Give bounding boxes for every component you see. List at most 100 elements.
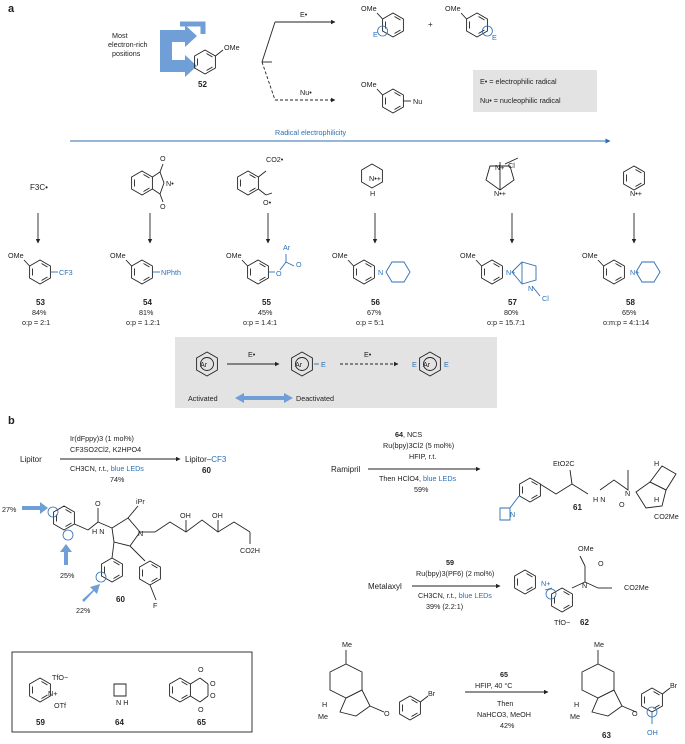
p53-ome: OMe xyxy=(8,251,24,260)
terpene-o: O xyxy=(384,709,390,718)
box-e-sub-3: E xyxy=(444,360,449,369)
terpene-h: H xyxy=(322,700,327,709)
compound-52-label: 52 xyxy=(198,80,207,89)
para-e-label: E xyxy=(492,33,497,42)
activation-box xyxy=(175,337,497,408)
p57-ome: OMe xyxy=(460,251,476,260)
radical-carboxyl xyxy=(237,170,273,196)
ramipril-conditions: Then HClO4, blue LEDs xyxy=(379,474,457,483)
reagent-65-o-1: O xyxy=(198,665,204,674)
site-27: 27% xyxy=(2,505,17,514)
p53-yield: 84% xyxy=(32,308,47,317)
electron-rich-label-1: Most xyxy=(112,31,128,40)
ramipril-o: O xyxy=(619,500,625,509)
p54-ome: OMe xyxy=(110,251,126,260)
electron-rich-bracket-arrow xyxy=(160,25,197,77)
p56-n: N xyxy=(378,268,383,277)
reagent-65-id: 65 xyxy=(197,718,206,727)
isopropyl: iPr xyxy=(136,497,145,506)
metalaxyl-ome: OMe xyxy=(578,544,594,553)
ortho-product xyxy=(376,12,404,38)
legend-electrophilic: E• = electrophilic radical xyxy=(480,77,557,86)
metalaxyl-yield: 39% (2.2:1) xyxy=(426,602,463,611)
p55-ome: OMe xyxy=(226,251,242,260)
product-h: H xyxy=(574,700,579,709)
nucleophile-reagent: Nu• xyxy=(300,88,312,97)
p54-id: 54 xyxy=(143,298,152,307)
carboxylic-acid: CO2H xyxy=(240,546,260,555)
metalaxyl-conditions: CH3CN, r.t., blue LEDs xyxy=(418,591,492,600)
electron-rich-label-3: positions xyxy=(112,49,141,58)
p57-ratio: o:p = 15.7:1 xyxy=(487,318,525,327)
nu-product xyxy=(376,88,411,114)
reagent-64-n: N H xyxy=(116,698,128,707)
reagent-59-tfo: TfO− xyxy=(52,673,68,682)
lipitor-conditions: CH3CN, r.t., blue LEDs xyxy=(70,464,144,473)
site-arrow-22 xyxy=(82,584,100,602)
electrophile-reagent: E• xyxy=(300,10,308,19)
radical-selectfluor xyxy=(485,157,519,191)
lipitor-reagent-1: Ir(dFppy)3 (1 mol%) xyxy=(70,434,134,443)
lipitor-reagent-2: CF3SO2Cl2, K2HPO4 xyxy=(70,445,141,454)
ramipril-h-1: H xyxy=(654,459,659,468)
site-arrow-27 xyxy=(22,502,48,514)
terpene-br: Br xyxy=(428,689,436,698)
product-53 xyxy=(23,259,58,285)
ramipril-reagent-3: HFIP, r.t. xyxy=(409,452,436,461)
box-e-sub: E xyxy=(321,360,326,369)
p56-ome: OMe xyxy=(332,251,348,260)
p56-yield: 67% xyxy=(367,308,382,317)
terpene-yield: 42% xyxy=(500,721,515,730)
terpene-product-63 xyxy=(581,650,671,724)
pyridinium-n: N•+ xyxy=(630,189,642,198)
ar-3: Ar xyxy=(423,360,431,369)
ramipril-h-2: H xyxy=(654,495,659,504)
p55-id: 55 xyxy=(262,298,271,307)
reagent-64 xyxy=(113,683,127,697)
carboxyl-o: O• xyxy=(263,198,272,207)
ortho-ome: OMe xyxy=(361,4,377,13)
nu-label: Nu xyxy=(413,97,422,106)
p54-ratio: o:p = 1.2:1 xyxy=(126,318,160,327)
reagent-59-id: 59 xyxy=(36,718,45,727)
activated-arene xyxy=(196,351,218,377)
metalaxyl-n: N xyxy=(582,581,587,590)
radical-phthalimidyl xyxy=(131,163,165,203)
atorvastatin-60 xyxy=(47,505,251,601)
p53-substituent: CF3 xyxy=(59,268,73,277)
ramipril-product-61 xyxy=(499,465,677,521)
metalaxyl-co2me: CO2Me xyxy=(624,583,649,592)
reagent-65-o-3: O xyxy=(210,679,216,688)
terpene-step-1: HFIP, 40 °C xyxy=(475,681,513,690)
ramipril-substrate: Ramipril xyxy=(331,465,361,474)
p58-ratio: o:m:p = 4:1:14 xyxy=(603,318,649,327)
metalaxyl-pyridinium-n: N+ xyxy=(541,579,550,588)
ome-label: OMe xyxy=(224,43,240,52)
para-ome: OMe xyxy=(445,4,461,13)
deactivated-label: Deactivated xyxy=(296,394,334,403)
activated-label: Activated xyxy=(188,394,218,403)
ar-1: Ar xyxy=(200,360,208,369)
phth-o-bottom: O xyxy=(160,202,166,211)
phth-n-radical: N• xyxy=(166,179,174,188)
p55-o: O xyxy=(276,269,282,278)
piperidinium-h: H xyxy=(370,189,375,198)
amide-nh: H N xyxy=(92,527,104,536)
radical-electrophilicity-label: Radical electrophilicity xyxy=(275,128,347,137)
site-22: 22% xyxy=(76,606,91,615)
piperidinium-n: N•+ xyxy=(369,174,381,183)
nu-ome: OMe xyxy=(361,80,377,89)
ar-2: Ar xyxy=(295,360,303,369)
lipitor-product-id: 60 xyxy=(202,466,211,475)
p58-n: N+ xyxy=(630,268,639,277)
reagent-59-otf: OTf xyxy=(54,701,66,710)
para-product xyxy=(460,12,493,38)
ramipril-product-id: 61 xyxy=(573,503,582,512)
reagent-65-o-4: O xyxy=(210,691,216,700)
terpene-then: Then xyxy=(497,699,513,708)
radical-legend-box xyxy=(473,70,597,112)
terpene-step-2: NaHCO3, MeOH xyxy=(477,710,531,719)
lipitor-yield: 74% xyxy=(110,475,125,484)
ramipril-nh: H N xyxy=(593,495,605,504)
disubstituted-arene xyxy=(419,351,441,377)
